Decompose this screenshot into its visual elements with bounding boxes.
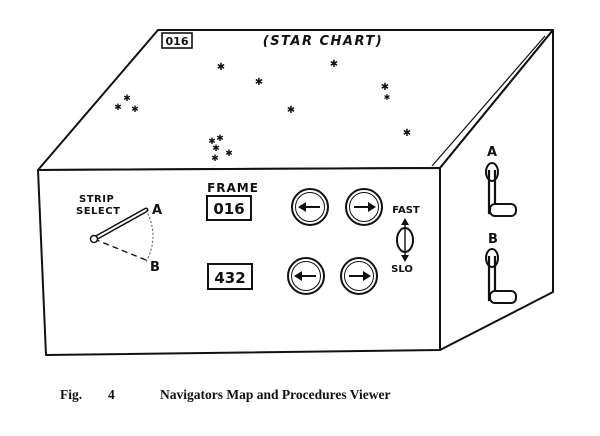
arrow-left-icon	[294, 271, 316, 281]
star-icon: ✱	[330, 59, 338, 70]
star-icon: ✱	[123, 94, 131, 104]
chart-frame-number: 016	[166, 35, 189, 48]
star-icon: ✱	[255, 77, 263, 88]
crank-b[interactable]: B	[485, 232, 517, 304]
star-icon: ✱	[208, 137, 216, 147]
figure-title: Navigators Map and Procedures Viewer	[160, 387, 391, 402]
star-icon: ✱	[131, 105, 139, 115]
star-icon: ✱	[212, 144, 220, 154]
frame-label: FRAME	[207, 181, 259, 195]
strip-option-a: A	[152, 203, 162, 218]
star-icon: ✱	[114, 103, 122, 113]
arrow-left-icon	[298, 202, 320, 212]
star-chart-label: (STAR CHART)	[263, 34, 383, 49]
frame-counter-bottom-value: 432	[214, 269, 245, 287]
frame-back-button[interactable]	[291, 188, 329, 226]
side-panel	[439, 29, 554, 351]
strip-select-label-line2: SELECT	[76, 206, 120, 217]
frame-counter-top-value: 016	[213, 200, 244, 218]
figure-number: 4	[108, 387, 115, 402]
star-field: ✱ ✱ ✱ ✱ ✱ ✱ ✱ ✱ ✱ ✱ ✱ ✱ ✱ ✱ ✱	[114, 59, 411, 164]
strip-option-b: B	[150, 260, 160, 275]
speed-knob[interactable]: FAST SLO	[391, 205, 420, 275]
page-forward-button[interactable]	[340, 257, 378, 295]
frame-counter-top: 016	[206, 195, 252, 221]
speed-fast-label: FAST	[392, 205, 420, 216]
speed-slow-label: SLO	[391, 264, 413, 275]
figure-caption: Fig. 4 Navigators Map and Procedures Vie…	[0, 387, 600, 407]
crank-a[interactable]: A	[485, 145, 517, 217]
star-icon: ✱	[211, 154, 219, 164]
arrow-right-icon	[354, 202, 376, 212]
star-icon: ✱	[287, 105, 295, 116]
figure-label: Fig.	[60, 387, 83, 402]
star-icon: ✱	[403, 128, 411, 139]
star-icon: ✱	[225, 149, 233, 159]
star-icon: ✱	[384, 93, 391, 102]
frame-forward-button[interactable]	[345, 188, 383, 226]
strip-select-label-line1: STRIP	[79, 194, 114, 205]
frame-counter-bottom: 432	[207, 263, 253, 290]
chart-frame-number-box: 016	[161, 32, 193, 49]
crank-a-label: A	[487, 145, 497, 160]
star-icon: ✱	[381, 82, 389, 93]
crank-b-label: B	[488, 232, 498, 247]
strip-select-lever[interactable]: STRIP SELECT A B	[76, 194, 162, 275]
star-icon: ✱	[217, 62, 225, 73]
page-back-button[interactable]	[287, 257, 325, 295]
arrow-right-icon	[349, 271, 371, 281]
star-icon: ✱	[216, 134, 224, 144]
